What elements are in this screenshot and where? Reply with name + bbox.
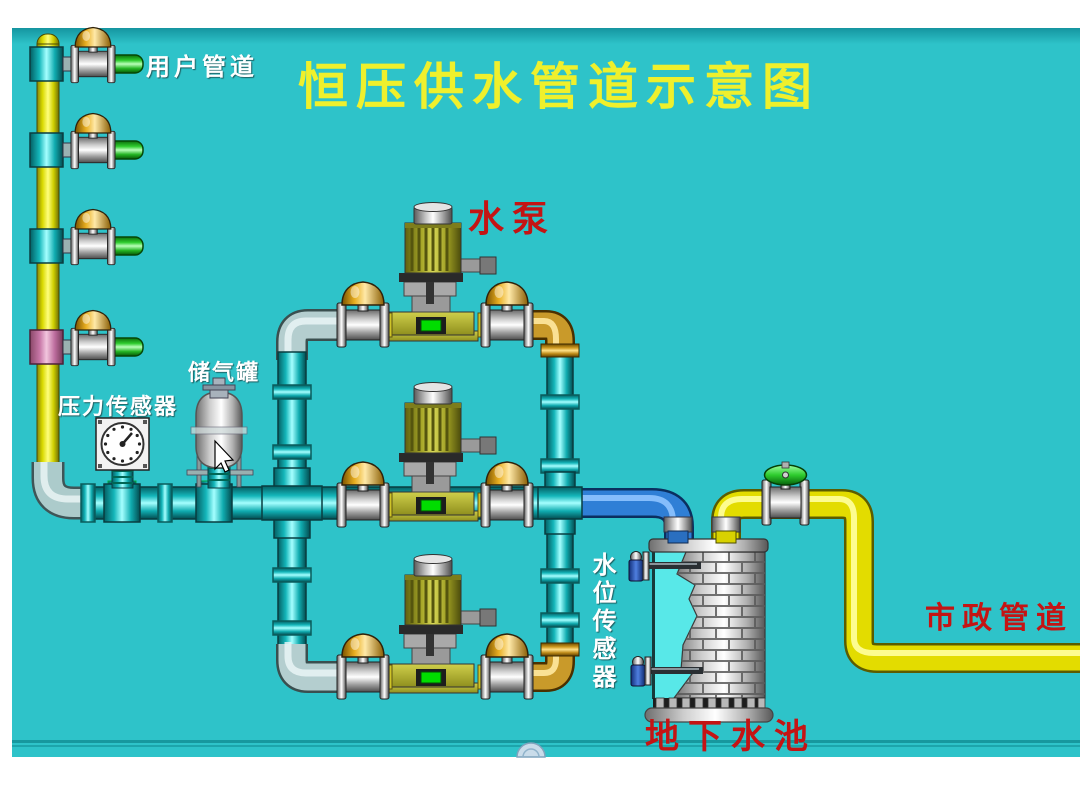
label-municipal-pipeline: 市政管道 (925, 601, 1073, 636)
underground-tank (644, 516, 774, 723)
tank-base-plate (644, 707, 774, 723)
branch-valve-icon[interactable] (70, 208, 116, 266)
pipe-coupling (272, 620, 312, 636)
pipe-coupling (540, 568, 580, 584)
user-branch-4[interactable] (29, 309, 144, 367)
branch-tee (29, 228, 64, 264)
right-cross-fitting (537, 471, 583, 535)
label-pressure-sensor: 压力传感器 (58, 395, 179, 420)
pump2-inlet-valve[interactable] (336, 461, 390, 528)
pump1-inlet-valve[interactable] (336, 281, 390, 348)
page-title: 恒压供水管道示意图 (298, 58, 820, 116)
label-pump: 水泵 (468, 199, 557, 240)
pipe-coupling (540, 394, 580, 410)
label-user-pipeline: 用户管道 (146, 53, 258, 81)
tank-fill-collar (711, 516, 741, 533)
pump2-outlet-valve[interactable] (480, 461, 534, 528)
tank-rim (648, 538, 769, 553)
pipe-coupling (272, 384, 312, 400)
label-water-level-sensor: 水位传感器 (588, 552, 616, 692)
mouse-cursor (214, 439, 235, 473)
tank-feet (655, 697, 766, 710)
pipe-coupling (272, 567, 312, 583)
label-air-tank: 储气罐 (188, 361, 261, 386)
right-manifold-pipe (530, 310, 580, 692)
branch-valve-icon[interactable] (70, 26, 116, 84)
branch-tee (29, 132, 64, 168)
air-tank[interactable] (186, 377, 254, 489)
branch-tee (29, 46, 64, 82)
branch-valve-icon[interactable] (70, 309, 116, 367)
pump3-outlet-valve[interactable] (480, 633, 534, 700)
branch-tee-pink (29, 329, 64, 365)
pressure-gauge[interactable] (95, 417, 150, 489)
left-cross-fitting (261, 467, 323, 539)
label-underground-pool: 地下水池 (645, 717, 817, 757)
pump1-outlet-valve[interactable] (480, 281, 534, 348)
canvas-background (12, 28, 1080, 758)
pipe-coupling (157, 483, 173, 523)
user-branch-3[interactable] (29, 208, 144, 266)
pipe-coupling (540, 612, 580, 628)
pump3-inlet-valve[interactable] (336, 633, 390, 700)
municipal-pipe (711, 489, 1080, 673)
branch-valve-icon[interactable] (70, 112, 116, 170)
pipe-coupling (80, 483, 96, 523)
tank-inlet-collar (663, 516, 693, 533)
user-branch-1[interactable] (29, 26, 144, 84)
pipe-coupling (540, 458, 580, 474)
user-branch-2[interactable] (29, 112, 144, 170)
riser-elbow (31, 462, 100, 520)
gauge-ticks (103, 425, 142, 463)
pipe-coupling (272, 444, 312, 460)
municipal-inlet-valve[interactable] (761, 461, 810, 526)
